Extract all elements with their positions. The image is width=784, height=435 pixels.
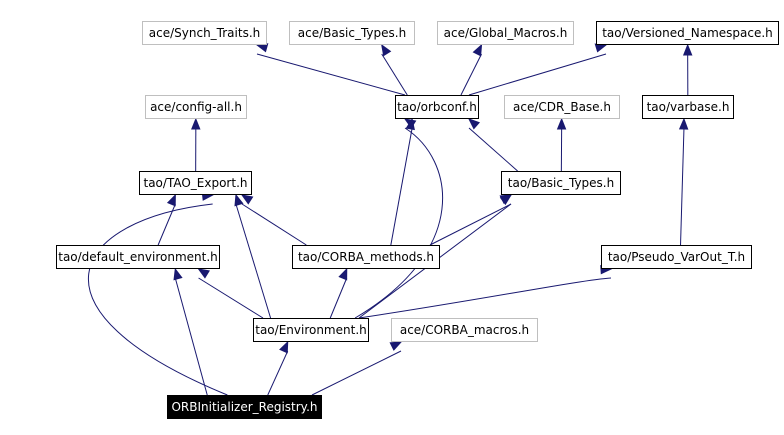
edge-pseudo_varout-to-varbase xyxy=(680,127,685,246)
node-ace-config-all[interactable]: ace/config-all.h xyxy=(145,95,247,119)
edge-basic_types_tao-to-orbconf xyxy=(468,127,518,172)
arrowhead-orbconf-to-versioned_namespace xyxy=(594,43,608,53)
arrowhead-environment-to-orbconf xyxy=(403,118,417,129)
arrowhead-corba_methods-to-tao_export xyxy=(240,194,254,205)
node-tao-default-environment[interactable]: tao/default_environment.h xyxy=(56,245,220,269)
arrowhead-environment-to-basic_types_tao xyxy=(499,194,513,206)
node-tao-corba-methods[interactable]: tao/CORBA_methods.h xyxy=(292,245,440,269)
edge-environment-to-tao_export xyxy=(235,203,272,319)
edge-default_environment-to-tao_export xyxy=(157,203,176,246)
edge-corba_methods-to-basic_types_tao xyxy=(429,203,512,246)
edge-orbconf-to-synch_traits xyxy=(256,53,406,96)
node-ace-basic-types[interactable]: ace/Basic_Types.h xyxy=(289,21,415,45)
arrowhead-orbinitializer_registry-to-default_environment xyxy=(173,267,183,281)
node-tao-versioned-namespace[interactable]: tao/Versioned_Namespace.h xyxy=(596,21,779,45)
arrowhead-orbinitializer_registry-to-environment xyxy=(279,340,289,354)
arrowhead-environment-to-tao_export xyxy=(234,193,244,207)
node-ace-global-macros[interactable]: ace/Global_Macros.h xyxy=(437,21,574,45)
edge-orbinitializer_registry-to-corba_macros xyxy=(311,350,402,396)
node-ace-cdr-base[interactable]: ace/CDR_Base.h xyxy=(504,95,620,119)
node-orbinitializer-registry: ORBInitializer_Registry.h xyxy=(167,395,322,419)
node-tao-varbase[interactable]: tao/varbase.h xyxy=(642,95,734,119)
arrowhead-pseudo_varout-to-varbase xyxy=(678,117,689,130)
arrowhead-basic_types_tao-to-cdr_base xyxy=(556,117,567,130)
arrowhead-environment-to-corba_methods xyxy=(338,267,348,281)
edge-orbinitializer_registry-to-environment xyxy=(267,350,289,396)
edge-orbconf-to-basic_types_ace xyxy=(381,53,408,96)
edge-orbinitializer_registry-to-default_environment xyxy=(174,277,208,396)
edge-orbinitializer_registry-to-tao_export xyxy=(88,203,228,396)
arrowhead-default_environment-to-tao_export xyxy=(166,193,176,207)
edge-orbconf-to-global_macros xyxy=(460,53,482,96)
node-tao-environment[interactable]: tao/Environment.h xyxy=(253,318,369,342)
arrowhead-orbinitializer_registry-to-corba_macros xyxy=(389,341,403,351)
node-tao-basic-types[interactable]: tao/Basic_Types.h xyxy=(501,171,621,195)
node-tao-pseudo-varout-t[interactable]: tao/Pseudo_VarOut_T.h xyxy=(601,245,752,269)
edge-environment-to-pseudo_varout xyxy=(358,277,612,319)
arrowhead-environment-to-default_environment xyxy=(197,268,210,279)
edge-environment-to-default_environment xyxy=(198,277,264,319)
arrowhead-orbconf-to-basic_types_ace xyxy=(381,43,392,57)
node-ace-synch-traits[interactable]: ace/Synch_Traits.h xyxy=(142,21,267,45)
edge-corba_methods-to-orbconf xyxy=(390,127,413,246)
edge-environment-to-orbconf xyxy=(354,127,443,319)
node-ace-corba-macros[interactable]: ace/CORBA_macros.h xyxy=(391,318,538,342)
node-tao-orbconf[interactable]: tao/orbconf.h xyxy=(395,95,479,119)
edge-corba_methods-to-tao_export xyxy=(241,203,307,246)
arrowhead-varbase-to-versioned_namespace xyxy=(682,43,693,56)
edge-environment-to-corba_methods xyxy=(329,277,348,319)
arrowhead-tao_export-to-config_all xyxy=(191,117,201,130)
node-tao-tao-export[interactable]: tao/TAO_Export.h xyxy=(139,171,252,195)
arrowhead-basic_types_tao-to-orbconf xyxy=(467,118,481,130)
edge-orbconf-to-versioned_namespace xyxy=(468,53,607,96)
arrowhead-orbconf-to-global_macros xyxy=(472,43,483,57)
